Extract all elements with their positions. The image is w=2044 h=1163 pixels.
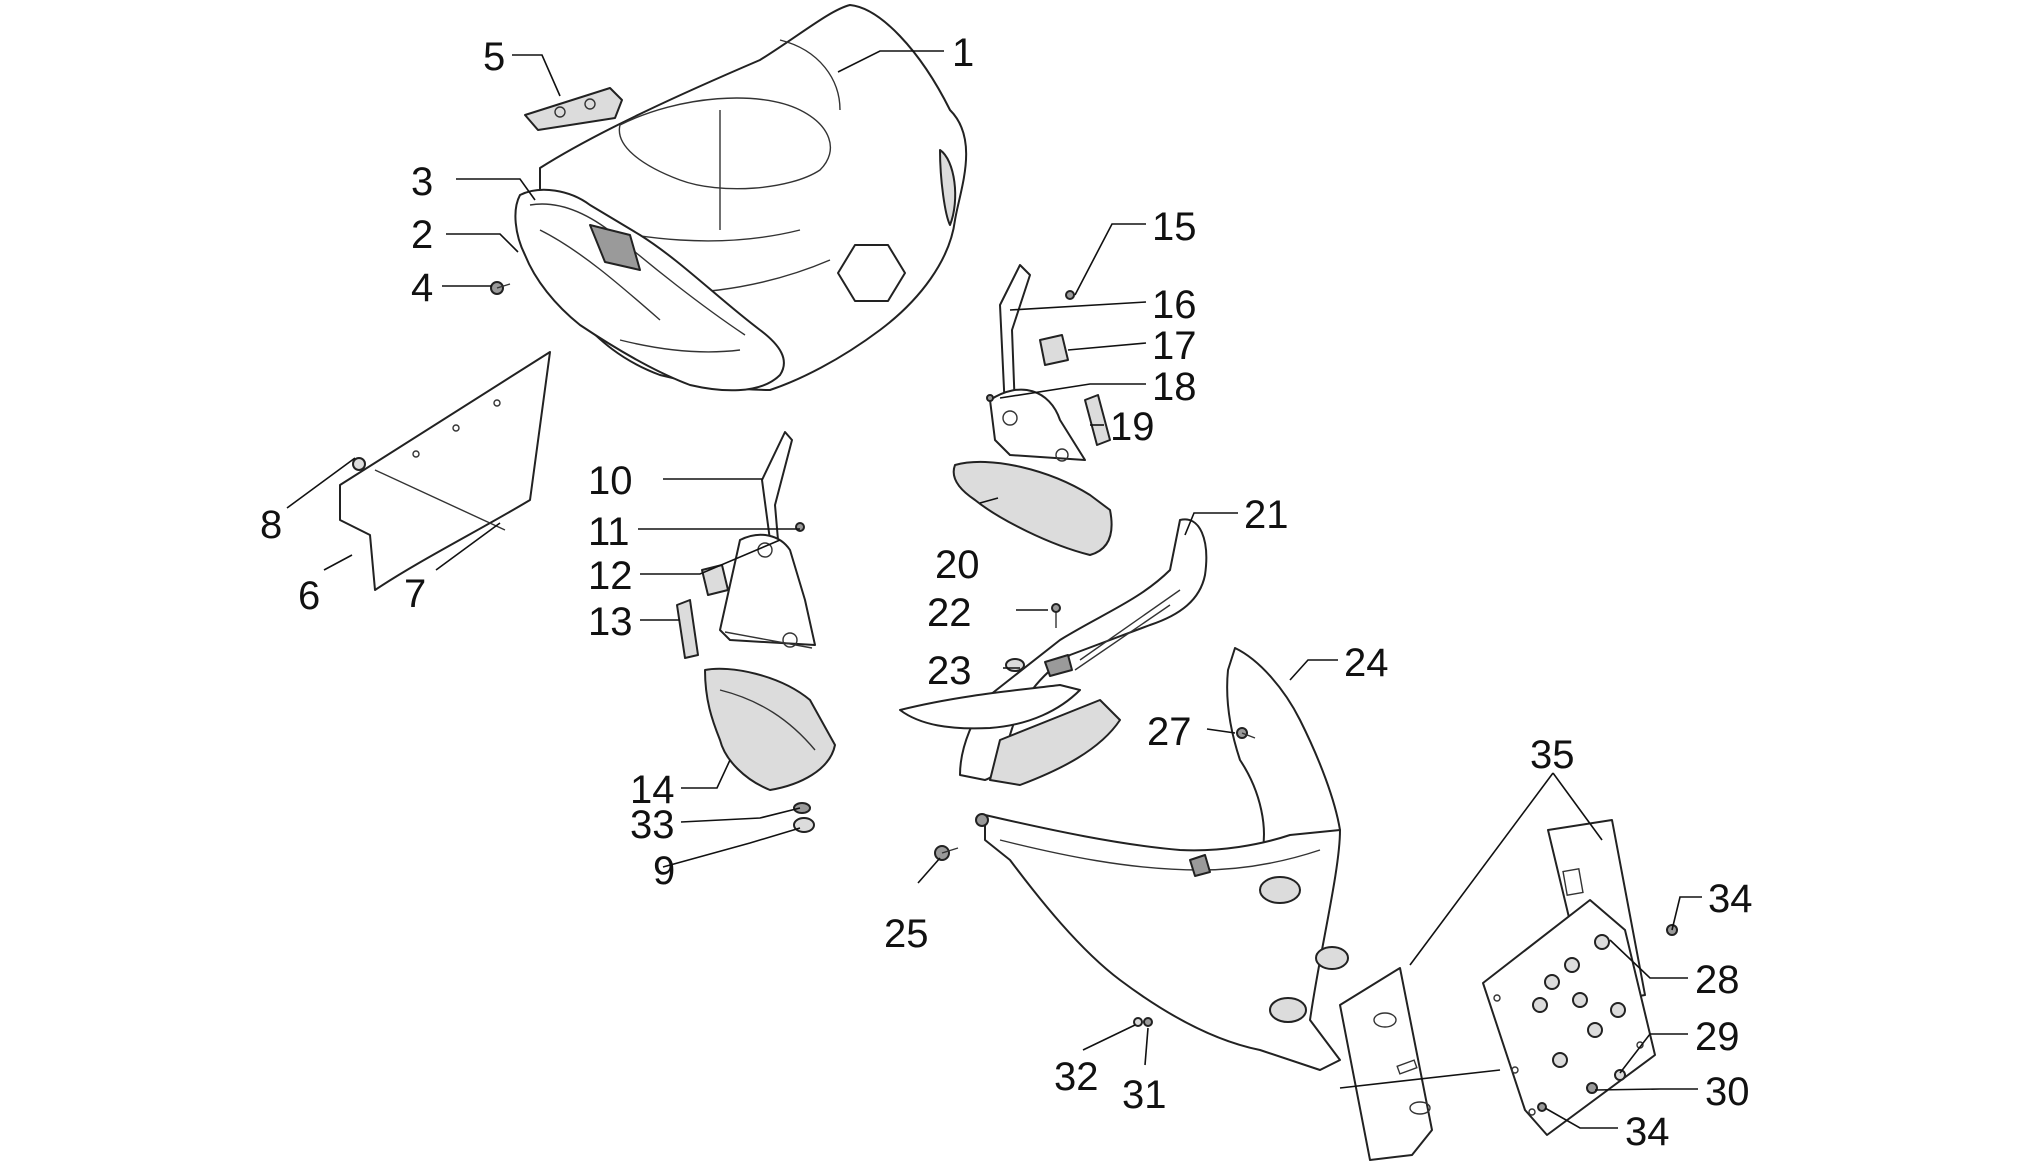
part-hinge-right <box>986 264 1111 462</box>
callout-17: 17 <box>1152 324 1197 368</box>
part-screw-4 <box>490 281 511 295</box>
callout-12: 12 <box>588 554 633 598</box>
part-washers-31-32 <box>1133 1017 1153 1027</box>
callout-8: 8 <box>260 503 282 547</box>
callout-14: 14 <box>630 768 675 812</box>
callout-7: 7 <box>404 572 426 616</box>
part-screw-25 <box>934 845 959 861</box>
callout-6: 6 <box>298 574 320 618</box>
callout-4: 4 <box>411 266 433 310</box>
callout-10: 10 <box>588 459 633 503</box>
callout-29: 29 <box>1695 1015 1740 1059</box>
part-side-plate <box>339 351 551 591</box>
part-latch-5 <box>524 87 623 131</box>
callout-23: 23 <box>927 649 972 693</box>
callout-2: 2 <box>411 213 433 257</box>
part-hinge-left <box>676 431 816 659</box>
leader-lines <box>286 50 1702 1129</box>
part-screw-22 <box>1051 603 1061 628</box>
callout-31: 31 <box>1122 1073 1167 1117</box>
callout-11: 11 <box>588 510 630 554</box>
callout-15: 15 <box>1152 205 1197 249</box>
callout-labels: 1 2 3 4 5 6 7 8 9 10 11 12 13 14 15 16 1… <box>260 31 1753 1154</box>
part-washer-nut <box>793 802 815 833</box>
callout-18: 18 <box>1152 365 1197 409</box>
callout-28: 28 <box>1695 958 1740 1002</box>
callout-25: 25 <box>884 912 929 956</box>
callout-9: 9 <box>653 849 675 893</box>
part-tail-light <box>899 518 1208 786</box>
callout-35: 35 <box>1530 733 1575 777</box>
part-cover-14 <box>704 667 836 791</box>
part-license-plate <box>1482 899 1656 1136</box>
callout-16: 16 <box>1152 283 1197 327</box>
callout-33: 33 <box>630 803 675 847</box>
callout-32: 32 <box>1054 1055 1099 1099</box>
part-screw-27 <box>1236 727 1256 739</box>
callout-30: 30 <box>1705 1070 1750 1114</box>
part-cover-20 <box>952 460 1113 556</box>
callout-5: 5 <box>483 35 505 79</box>
callout-21: 21 <box>1244 493 1289 537</box>
callout-27: 27 <box>1147 710 1192 754</box>
part-rear-fender <box>975 647 1349 1071</box>
callout-19: 19 <box>1110 405 1155 449</box>
callout-22: 22 <box>927 591 972 635</box>
callout-20: 20 <box>935 543 980 587</box>
callout-24: 24 <box>1344 641 1389 685</box>
callout-3: 3 <box>411 160 433 204</box>
part-plate-screws <box>1537 924 1678 1112</box>
part-seat-frame <box>514 188 785 392</box>
callout-1: 1 <box>952 31 974 75</box>
callout-34-top: 34 <box>1708 877 1753 921</box>
callout-34-bottom: 34 <box>1625 1110 1670 1154</box>
callout-13: 13 <box>588 600 633 644</box>
